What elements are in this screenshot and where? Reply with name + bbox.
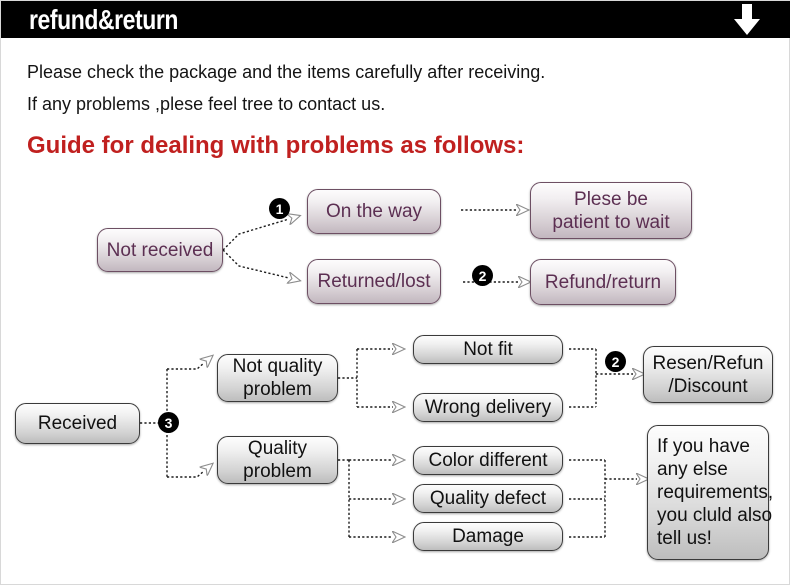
box-color-different[interactable]: Color different	[413, 446, 563, 475]
page-header: refund&return	[1, 1, 790, 38]
box-quality-problem[interactable]: Quality problem	[217, 436, 338, 484]
badge-2-section2: 2	[605, 351, 626, 372]
box-on-the-way[interactable]: On the way	[307, 189, 441, 234]
arrow-down-icon	[734, 4, 760, 35]
box-refund-return[interactable]: Refund/return	[530, 259, 676, 305]
box-contact-us-note[interactable]: If you have any else requirements, you c…	[647, 425, 773, 560]
box-quality-defect[interactable]: Quality defect	[413, 484, 563, 513]
guide-heading: Guide for dealing with problems as follo…	[27, 132, 525, 159]
box-not-received[interactable]: Not received	[97, 228, 223, 272]
box-not-quality-problem[interactable]: Not quality problem	[217, 354, 338, 402]
box-resend-refund-discount[interactable]: Resen/Refun /Discount	[643, 346, 773, 403]
intro-line-1: Please check the package and the items c…	[27, 62, 546, 82]
box-received[interactable]: Received	[15, 403, 140, 444]
intro-line-2: If any problems ,plese feel tree to cont…	[27, 94, 386, 114]
box-returned-lost[interactable]: Returned/lost	[307, 259, 441, 304]
box-not-fit[interactable]: Not fit	[413, 335, 563, 364]
box-wrong-delivery[interactable]: Wrong delivery	[413, 393, 563, 422]
page-title: refund&return	[29, 4, 179, 35]
badge-2-section1: 2	[472, 265, 493, 286]
intro-text: Please check the package and the items c…	[27, 56, 757, 120]
box-please-be-patient[interactable]: Plese be patient to wait	[530, 182, 692, 239]
badge-3: 3	[158, 412, 179, 433]
badge-1: 1	[269, 198, 290, 219]
box-damage[interactable]: Damage	[413, 522, 563, 551]
